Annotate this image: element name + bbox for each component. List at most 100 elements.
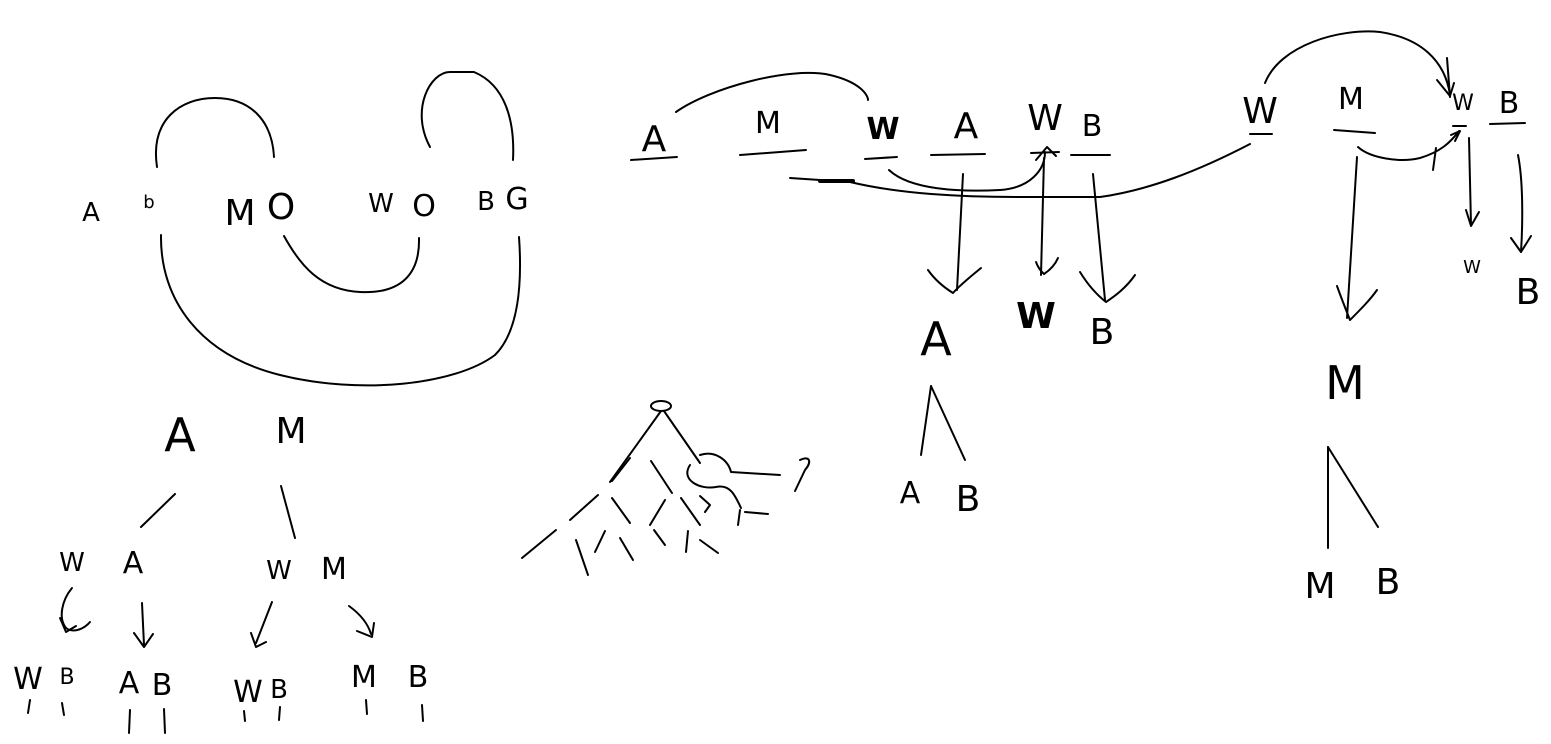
result-a: A [920,312,952,366]
scribble-root [650,400,672,412]
seq-a2: A [953,106,979,147]
tree-leaf-a: A [118,666,140,701]
arrow-into-w2-head [1436,79,1455,97]
sub-tree-a-right [930,385,966,461]
arrow-w1-down [60,587,91,632]
tree-line-m-right [280,485,296,539]
tree-root-a: A [164,408,196,462]
arrow-w1-head [59,617,77,633]
tick-7 [365,699,368,715]
result-r-sub-m: M [1304,566,1336,607]
seq-w1: W [866,112,900,147]
left-node-a: A [82,198,100,228]
result-r-w: W [1463,257,1481,278]
scribble-5 [569,494,599,521]
sub-tree-a-left [920,385,932,456]
scribble-16 [594,530,606,553]
scribble-21 [699,495,711,513]
tick-4 [163,708,166,734]
arrow-a-down [141,602,145,646]
seq-r-w2: W [1452,91,1474,116]
tree-leaf-m: M [351,660,377,695]
arc-w-to-b-top [420,71,515,161]
arrow-into-w2-r [1446,57,1451,98]
scribble-19 [685,530,689,553]
seq-m: M [755,106,781,141]
scribble-4 [650,460,673,494]
left-node-w: W [368,189,394,219]
tree-line-a-left [140,493,176,528]
arrow-m-head [356,622,375,638]
tree-leaf-b2: B [151,668,173,703]
scribble-9 [686,464,742,509]
result-w: W [1016,296,1056,337]
drop-b-head-r [1510,235,1532,253]
tick-5 [243,710,246,722]
tree-mid-w1: W [59,548,85,578]
underline-m-r [1333,129,1376,134]
tree-leaf-b1: B [59,665,75,690]
curve-m-to-w2-r [1357,130,1460,161]
curve-m-to-w2-head [1450,130,1461,142]
scribble-14 [521,529,557,559]
underline-a2 [930,153,986,156]
arc-a-to-m-top [154,97,275,168]
underline-b-r [1489,122,1526,125]
underline-m [739,149,807,156]
tick-8 [421,704,424,722]
tree-leaf-b3: B [270,675,288,705]
scribble-12 [744,511,769,515]
arrow-a-head [133,632,154,648]
drop-a-head [927,267,982,294]
seq-r-m: M [1338,82,1364,117]
underline-w1 [864,156,898,160]
long-baseline [789,143,1251,198]
left-node-m: M [224,193,256,234]
result-r-b: B [1515,272,1541,313]
scribble-20 [699,539,719,554]
scribble-11 [794,457,811,492]
curve-w1-to-w2 [888,151,1046,192]
underline-a [630,156,678,161]
left-node-m-mark: O [266,187,296,228]
left-node-a-mark: b [143,192,155,213]
result-r-m: M [1325,356,1365,410]
result-b: B [1089,312,1115,353]
drop-w [1040,157,1045,276]
drop-b [1092,173,1106,301]
drop-a [956,173,964,291]
tree-mid-a: A [122,546,144,581]
tree-leaf-w1: W [13,662,43,697]
scribble-8 [680,497,701,526]
arc-a-to-b-bottom [159,234,522,387]
left-node-b: B [477,187,495,217]
drop-m-head-r [1336,285,1378,321]
scribble-1 [609,410,662,483]
tick-1 [27,699,31,714]
tick-3 [128,709,131,734]
scribble-3 [611,457,631,482]
result-sub-a: A [899,476,921,511]
left-node-b-mark: G [505,182,529,217]
result-sub-b: B [955,479,981,520]
arrow-w2-head [250,632,267,648]
drop-b-r [1517,154,1524,253]
seq-r-w: W [1242,91,1278,132]
tree-mid-m: M [321,552,347,587]
seq-r-b: B [1498,86,1520,121]
scribble-2 [663,410,701,464]
scribble-15 [575,539,589,576]
scribble-10 [699,452,781,476]
sub-tree-m-right [1327,446,1379,528]
tick-w2-r [1432,147,1437,171]
tree-leaf-w2: W [233,675,263,710]
arc-w-to-w2-r [1264,30,1451,96]
scribble-18 [653,529,666,546]
scribble-7 [649,499,666,526]
arc-a-to-w1 [675,71,869,113]
seq-a: A [641,119,667,160]
result-r-sub-b: B [1375,562,1401,603]
seq-w2: W [1027,98,1063,139]
